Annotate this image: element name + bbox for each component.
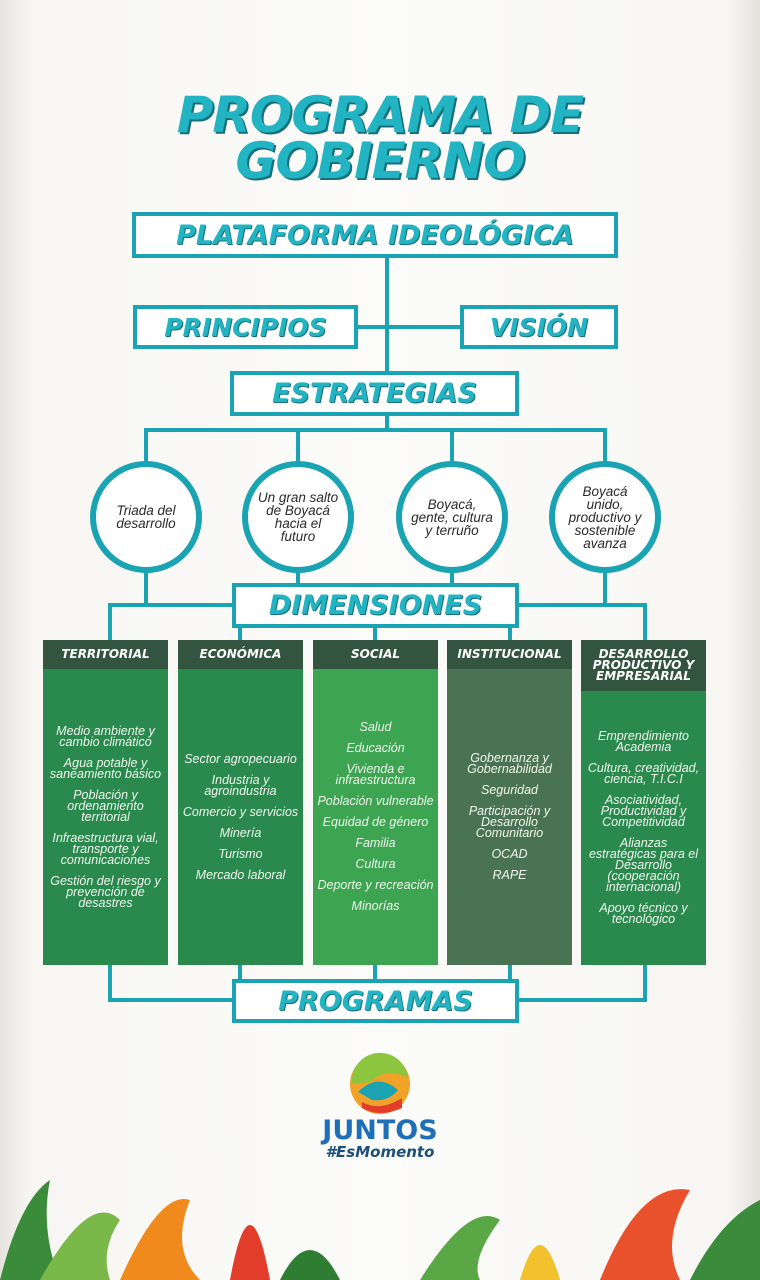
dimension-header: DESARROLLO PRODUCTIVO Y EMPRESARIAL — [581, 640, 706, 691]
dimension-item: Educación — [346, 741, 405, 755]
dimension-header: SOCIAL — [313, 640, 438, 669]
dimension-item: Vivienda e infraestructura — [335, 762, 416, 787]
dimension-header: TERRITORIAL — [43, 640, 168, 669]
dimension-item: Alianzas estratégicas para el Desarrollo… — [588, 836, 699, 894]
dimension-item: Gobernanza y Gobernabilidad — [467, 751, 552, 776]
strategy-circle: Boyacá, gente, cultura y terruño — [396, 461, 508, 573]
dimension-item: RAPE — [492, 868, 527, 882]
dimension-item: OCAD — [491, 847, 528, 861]
dimension-header: INSTITUCIONAL — [447, 640, 572, 669]
logo-name: JUNTOS — [322, 1115, 438, 1146]
title-line-2: GOBIERNO — [235, 132, 525, 190]
dimension-header: ECONÓMICA — [178, 640, 303, 669]
dimension-item: Turismo — [218, 846, 263, 861]
dimension-item: Seguridad — [481, 783, 538, 797]
dimension-item: Mercado laboral — [195, 867, 286, 882]
dimension-item: Cultura, creatividad, ciencia, T.I.C.I — [587, 761, 700, 786]
dimension-item: Emprendimiento Academia — [597, 729, 689, 754]
dimension-item: Apoyo técnico y tecnológico — [599, 901, 688, 926]
dimension-item: Equidad de género — [322, 815, 429, 829]
dimension-item: Industria y agroindustria — [204, 772, 277, 798]
strategy-circle: Boyacá unido, productivo y sostenible av… — [549, 461, 661, 573]
dimension-item: Deporte y recreación — [317, 878, 434, 892]
principios-box: PRINCIPIOS — [133, 305, 358, 349]
dimension-item: Agua potable y saneamiento básico — [49, 755, 162, 781]
dimension-item: Minería — [219, 825, 262, 840]
dimensiones-box: DIMENSIONES — [232, 583, 519, 628]
vision-box: VISIÓN — [460, 305, 618, 349]
dimension-item: Medio ambiente y cambio climático — [56, 723, 155, 749]
estrategias-box: ESTRATEGIAS — [230, 371, 519, 416]
dimension-item: Cultura — [355, 857, 396, 871]
title-line-1: PROGRAMA DE — [176, 86, 584, 144]
strategy-circle: Un gran salto de Boyacá hacia el futuro — [242, 461, 354, 573]
programas-box: PROGRAMAS — [232, 979, 519, 1023]
dimension-item: Infraestructura vial, transporte y comun… — [52, 830, 159, 867]
dimension-item: Sector agropecuario — [184, 751, 297, 766]
logo-tagline: #EsMomento — [325, 1143, 435, 1161]
dimension-item: Asociatividad, Productividad y Competiti… — [600, 793, 687, 829]
plataforma-box: PLATAFORMA IDEOLÓGICA — [132, 212, 618, 258]
plants-decoration-icon — [0, 1180, 760, 1280]
juntos-logo-icon — [348, 1052, 412, 1116]
dimension-item: Gestión del riesgo y prevención de desas… — [50, 873, 161, 910]
dimension-item: Población vulnerable — [317, 794, 434, 808]
strategy-circle: Triada del desarrollo — [90, 461, 202, 573]
dimension-item: Comercio y servicios — [182, 804, 299, 819]
dimension-item: Participación y Desarrollo Comunitario — [468, 804, 551, 840]
dimension-item: Familia — [355, 836, 396, 850]
dimension-item: Salud — [359, 720, 392, 734]
dimension-item: Población y ordenamiento territorial — [67, 787, 144, 824]
dimension-item: Minorías — [351, 899, 400, 913]
